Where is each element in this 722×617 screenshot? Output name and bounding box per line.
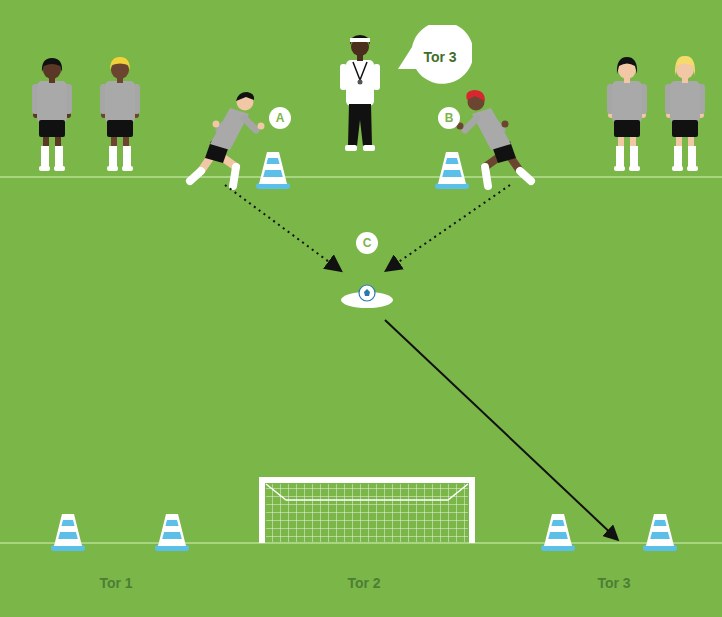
player-leg: [123, 136, 129, 147]
callout-letter: C: [356, 232, 378, 254]
player-arm: [244, 118, 256, 130]
player-arm: [465, 118, 477, 130]
coach-head: [351, 38, 369, 56]
player-sock: [233, 167, 236, 186]
player-hair: [675, 56, 695, 76]
player-hair: [236, 92, 254, 101]
waiting-player: [100, 57, 140, 171]
speech-bubble: Tor 3: [398, 25, 472, 89]
goal-net-frame: [266, 484, 468, 500]
cone: [155, 514, 189, 551]
coach-hair: [350, 35, 370, 45]
player-hand: [502, 121, 509, 128]
coach: [340, 35, 380, 151]
player-hair: [110, 57, 130, 70]
waiting-player: [607, 57, 647, 171]
cone: [51, 514, 85, 551]
coach-arm: [340, 64, 347, 90]
player-leg: [676, 136, 682, 147]
goal-line: [0, 542, 722, 544]
goal-label: Tor 3: [597, 575, 630, 591]
player-sock: [520, 171, 531, 181]
player-body: [32, 81, 72, 171]
player-body: [665, 81, 705, 171]
ball: [359, 285, 375, 301]
node-text: B: [445, 111, 454, 125]
player-hand: [258, 123, 265, 130]
run-path: [225, 185, 340, 270]
callout-letter: A: [269, 107, 291, 129]
player-shirt: [210, 108, 249, 150]
cone: [435, 152, 469, 189]
start-line: [0, 176, 722, 178]
whistle: [358, 80, 363, 85]
coach-arm: [373, 64, 380, 90]
goal-frame: [262, 480, 472, 543]
whistle-cord: [353, 62, 367, 80]
cone: [256, 152, 290, 189]
cone: [643, 514, 677, 551]
coach-trousers: [348, 104, 372, 146]
player-body: [100, 81, 140, 171]
player-leg: [43, 136, 49, 147]
player-shirt: [472, 108, 511, 150]
coach-headband: [350, 38, 370, 42]
goal-label: Tor 1: [99, 575, 132, 591]
player-hand: [213, 121, 220, 128]
player-leg: [55, 136, 61, 147]
player-body: [607, 81, 647, 171]
run-path: [387, 185, 510, 270]
callout-letter: B: [438, 107, 460, 129]
waiting-player: [32, 58, 72, 171]
cone: [541, 514, 575, 551]
node-text: Tor 3: [423, 49, 456, 65]
node-text: A: [276, 111, 285, 125]
shot-path: [385, 320, 617, 539]
ball-patch: [364, 289, 370, 296]
goal-label: Tor 2: [347, 575, 380, 591]
goal: [262, 480, 472, 543]
player-leg: [618, 136, 624, 147]
player-leg: [688, 136, 694, 147]
waiting-player: [665, 56, 705, 171]
node-text: C: [363, 236, 372, 250]
player-hair: [617, 57, 637, 74]
player-leg: [111, 136, 117, 147]
player-leg: [630, 136, 636, 147]
player-hair: [466, 90, 485, 101]
coach-shirt: [346, 60, 374, 106]
coach-shoe: [363, 145, 375, 151]
player-hair: [42, 58, 62, 72]
goal-net: [266, 484, 468, 542]
running-player: [457, 90, 532, 186]
running-player: [190, 92, 265, 186]
player-sock: [190, 171, 201, 181]
coach-shoe: [345, 145, 357, 151]
player-sock: [485, 167, 488, 186]
bubble-outline: [398, 25, 472, 84]
